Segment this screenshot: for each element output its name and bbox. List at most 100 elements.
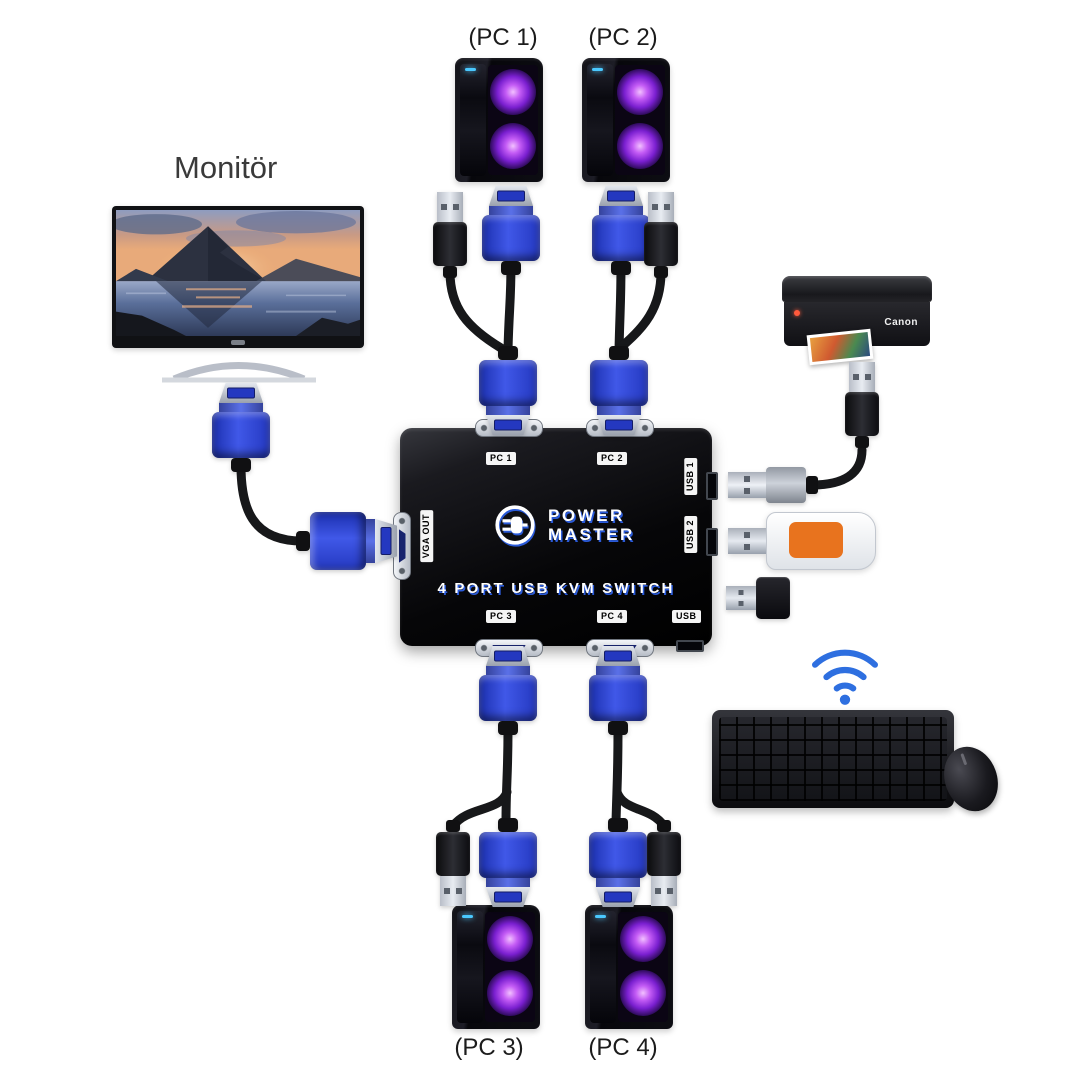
power-led bbox=[595, 915, 606, 918]
port-label-usb1: USB 1 bbox=[684, 458, 698, 496]
vga-collar bbox=[219, 403, 263, 412]
tower-front-panel bbox=[460, 64, 486, 176]
usb-body bbox=[647, 832, 681, 876]
port-label-pc4: PC 4 bbox=[597, 610, 628, 624]
keyboard-keys bbox=[719, 717, 947, 801]
port-label-pc2: PC 2 bbox=[597, 452, 628, 466]
vga-body bbox=[479, 832, 537, 878]
cable-boot bbox=[498, 721, 518, 735]
cable-boot bbox=[231, 458, 251, 472]
fan-glow bbox=[487, 970, 533, 1016]
usb-metal-tip bbox=[849, 362, 875, 392]
power-led bbox=[465, 68, 476, 71]
vga-dsub bbox=[595, 646, 641, 666]
tower-side-window bbox=[615, 65, 665, 175]
kvm-switch: POWER MASTER 4 PORT USB KVM SWITCH PC 1 … bbox=[393, 419, 718, 657]
vga-connector-pc1-to-kvm bbox=[479, 346, 537, 435]
tower-front-panel bbox=[457, 911, 483, 1023]
usb-connector-pc3 bbox=[436, 820, 470, 906]
kvm-usb-port-bottom bbox=[676, 640, 704, 652]
tower-side-window bbox=[488, 65, 538, 175]
usb-body bbox=[845, 392, 879, 436]
usb-body bbox=[766, 467, 806, 503]
usb-body bbox=[644, 222, 678, 266]
vga-body bbox=[589, 832, 647, 878]
fan-glow bbox=[617, 123, 663, 169]
usb-metal-tip bbox=[648, 192, 674, 222]
kvm-brand-line1: POWER bbox=[548, 506, 625, 525]
vga-dsub bbox=[218, 383, 264, 403]
cable-boot bbox=[498, 346, 518, 360]
vga-dsub bbox=[485, 887, 531, 907]
vga-dsub bbox=[375, 518, 397, 564]
kvm-title: 4 PORT USB KVM SWITCH bbox=[437, 580, 675, 597]
usb-metal-tip bbox=[437, 192, 463, 222]
vga-collar bbox=[486, 406, 530, 415]
vga-connector-pc1 bbox=[482, 186, 540, 275]
cable-boot bbox=[657, 820, 671, 832]
vga-connector-pc3 bbox=[479, 818, 537, 907]
usb-metal-tip bbox=[726, 586, 756, 610]
cable-boot bbox=[609, 346, 629, 360]
pc-tower-3 bbox=[452, 905, 540, 1029]
vga-dsub bbox=[596, 415, 642, 435]
vga-body bbox=[482, 215, 540, 261]
cable-pc2-usb bbox=[615, 267, 666, 353]
wireless-usb-receiver bbox=[726, 577, 790, 619]
cable-boot bbox=[501, 261, 521, 275]
port-label-pc3: PC 3 bbox=[486, 610, 517, 624]
label-pc1: (PC 1) bbox=[468, 24, 538, 51]
cable-pc2-vga bbox=[614, 257, 626, 355]
keyboard bbox=[712, 710, 954, 808]
monitor-brand-mark bbox=[231, 340, 245, 345]
cable-boot bbox=[498, 818, 518, 832]
vga-collar bbox=[596, 878, 640, 887]
monitor-bezel bbox=[112, 206, 364, 348]
power-led bbox=[592, 68, 603, 71]
vga-dsub bbox=[485, 646, 531, 666]
monitor bbox=[112, 206, 364, 384]
monitor-stand bbox=[162, 362, 316, 383]
vga-collar bbox=[366, 519, 375, 563]
cable-boot bbox=[446, 820, 460, 832]
vga-connector-pc2-to-kvm bbox=[590, 346, 648, 435]
fan-glow bbox=[487, 916, 533, 962]
pc-tower-1 bbox=[455, 58, 543, 182]
flash-drive-body bbox=[766, 512, 876, 570]
cable-boot bbox=[443, 266, 457, 278]
vga-collar bbox=[596, 666, 640, 675]
usb-connector-pc2 bbox=[644, 192, 678, 278]
label-pc4: (PC 4) bbox=[588, 1034, 658, 1061]
cable-pc1-vga bbox=[503, 257, 516, 355]
usb-metal-tip bbox=[728, 528, 766, 554]
vga-connector-pc2 bbox=[592, 186, 650, 275]
tower-side-window bbox=[618, 912, 668, 1022]
tower-side-window bbox=[485, 912, 535, 1022]
vga-dsub bbox=[598, 186, 644, 206]
kvm-brand-text: POWER MASTER bbox=[548, 506, 635, 544]
port-label-usb2: USB 2 bbox=[684, 516, 698, 554]
vga-body bbox=[479, 360, 537, 406]
vga-dsub bbox=[485, 415, 531, 435]
cable-boot bbox=[855, 436, 869, 448]
kvm-usb-port-2 bbox=[706, 528, 718, 556]
tower-front-panel bbox=[590, 911, 616, 1023]
cable-boot bbox=[608, 818, 628, 832]
vga-collar bbox=[486, 666, 530, 675]
printer-brand: Canon bbox=[884, 317, 918, 328]
fan-glow bbox=[620, 916, 666, 962]
usb-body bbox=[433, 222, 467, 266]
usb-metal-tip bbox=[440, 876, 466, 906]
cable-pc4-vga bbox=[611, 725, 623, 827]
vga-collar bbox=[486, 878, 530, 887]
port-label-usb: USB bbox=[672, 610, 701, 624]
fan-glow bbox=[490, 69, 536, 115]
usb-flash-drive bbox=[728, 512, 876, 570]
vga-connector-monitor bbox=[212, 383, 270, 472]
vga-collar bbox=[599, 206, 643, 215]
fan-glow bbox=[620, 970, 666, 1016]
pc-tower-4 bbox=[585, 905, 673, 1029]
vga-dsub bbox=[595, 887, 641, 907]
port-label-pc1: PC 1 bbox=[486, 452, 517, 466]
